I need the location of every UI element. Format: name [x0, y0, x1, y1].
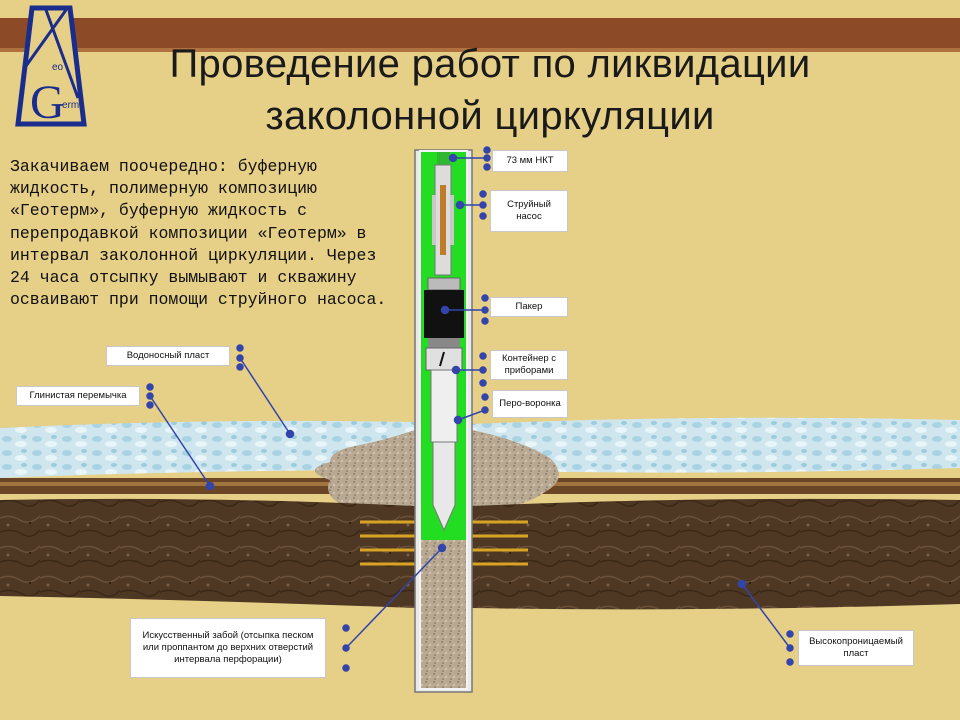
label-nkt: 73 мм НКТ	[492, 150, 568, 172]
jet-pump-body	[432, 164, 454, 276]
label-permeable: Высокопроницаемый пласт	[798, 630, 914, 666]
label-container: Контейнер с приборами	[490, 350, 568, 380]
logo-small-bottom: erm	[62, 100, 79, 111]
logo-letter: G	[30, 76, 65, 129]
permeable-formation	[0, 498, 415, 608]
label-jet-pump: Струйный насос	[490, 190, 568, 232]
geoterm-logo: G eo erm	[15, 5, 87, 129]
perforations	[360, 520, 528, 566]
container-body	[425, 347, 463, 443]
sand-bottom	[421, 540, 466, 688]
label-packer: Пакер	[490, 297, 568, 317]
description-text: Закачиваем поочередно: буферную жидкость…	[10, 157, 387, 310]
title-line-1: Проведение работ по ликвидации	[169, 42, 811, 86]
logo-small-top: eo	[52, 62, 64, 73]
label-clay-bridge: Глинистая перемычка	[16, 386, 140, 406]
aquifer-layer	[0, 420, 415, 478]
title-line-2: заколонной циркуляции	[265, 94, 715, 138]
top-band	[0, 18, 960, 48]
leak-zone	[315, 430, 415, 513]
leader-lines	[146, 146, 794, 672]
label-funnel: Перо-воронка	[492, 390, 568, 418]
label-artificial-bottom: Искусственный забой (отсыпка песком или …	[130, 618, 326, 678]
label-aquifer: Водоносный пласт	[106, 346, 230, 366]
funnel-body	[432, 441, 456, 532]
page-title: Проведение работ по ликвидации заколонно…	[90, 38, 890, 142]
